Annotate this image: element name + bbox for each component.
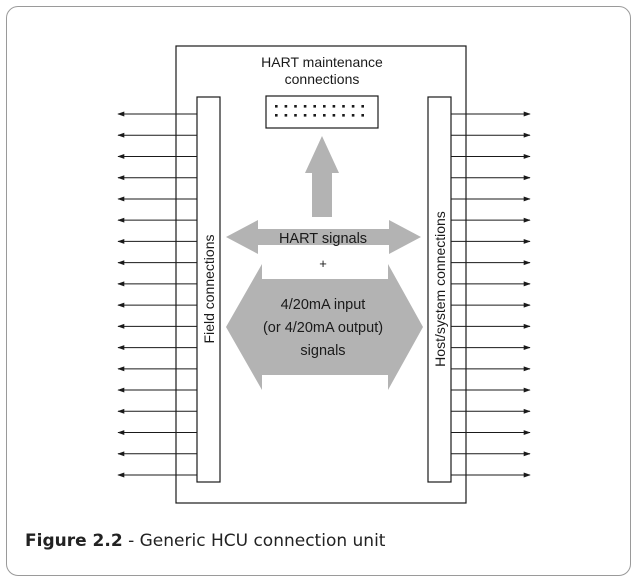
connector-pin (361, 105, 364, 108)
analog-signals-double-arrow (226, 264, 423, 390)
analog-label-line1: 4/20mA input (281, 297, 366, 313)
connector-pin (351, 105, 355, 108)
field-connections-strip (196, 96, 221, 483)
host-connection-lines (451, 111, 531, 478)
connector-pin (332, 105, 336, 108)
connector-pin (361, 114, 364, 117)
host-connections-label: Host/system connections (432, 211, 448, 367)
hart-signals-label: HART signals (279, 231, 367, 247)
connector-pin (313, 105, 316, 108)
connector-pin (342, 114, 345, 117)
host-connections-strip (427, 96, 452, 483)
analog-label-line2: (or 4/20mA output) (263, 320, 383, 336)
field-connections-label: Field connections (201, 235, 217, 344)
connector-pin (323, 114, 326, 117)
connector-pin (313, 114, 316, 117)
maintenance-label-line2: connections (285, 71, 360, 87)
maintenance-connector (265, 95, 379, 129)
connector-pin (332, 114, 336, 117)
plus-sign: + (319, 256, 327, 271)
field-connection-lines (117, 111, 197, 478)
figure-number: Figure 2.2 (25, 531, 123, 551)
connector-pin (342, 105, 345, 108)
maintenance-label-line1: HART maintenance (261, 54, 383, 70)
connector-pin (284, 114, 288, 117)
figure-caption: Figure 2.2 - Generic HCU connection unit (25, 531, 385, 551)
connector-pin (294, 105, 297, 108)
connector-pin (303, 105, 307, 108)
hart-signals-double-arrow (226, 220, 421, 254)
maintenance-up-arrow (305, 136, 339, 217)
connector-pin (275, 114, 278, 117)
connector-pin (303, 114, 307, 117)
connector-pin (275, 105, 278, 108)
caption-text: Generic HCU connection unit (139, 531, 386, 551)
connector-pins (275, 105, 364, 117)
connector-pin (284, 105, 288, 108)
connector-pin (323, 105, 326, 108)
analog-label-line3: signals (300, 343, 345, 359)
caption-separator: - (122, 531, 140, 551)
connector-pin (294, 114, 297, 117)
connector-pin (351, 114, 355, 117)
